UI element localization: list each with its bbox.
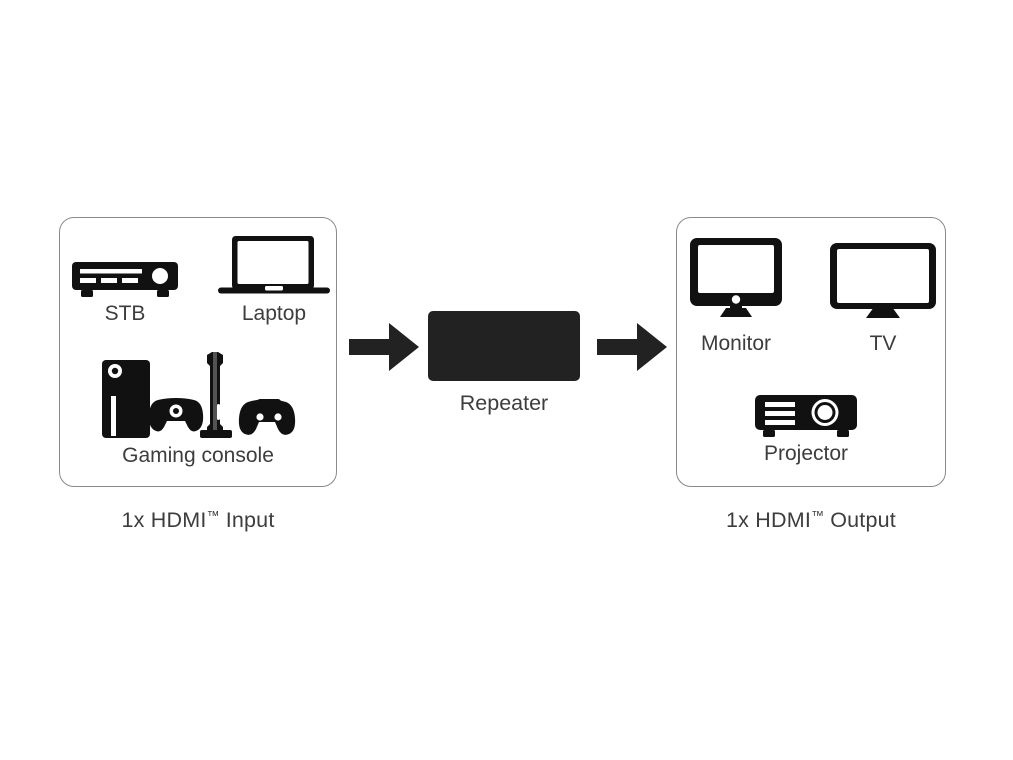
input-caption-suffix: Input [219, 508, 275, 533]
output-group-caption: 1x HDMI™ Output [676, 508, 946, 533]
monitor-icon [690, 238, 782, 318]
input-caption-trademark-symbol: ™ [206, 508, 220, 523]
output-caption-prefix: 1x HDMI [726, 508, 812, 533]
output-caption-suffix: Output [824, 508, 896, 533]
device-label-projector: Projector [763, 442, 849, 465]
device-label-tv: TV [869, 332, 897, 355]
input-group-caption: 1x HDMI™ Input [59, 508, 337, 533]
set-top-box-icon [70, 262, 180, 300]
arrow-repeater-to-output-icon [597, 323, 667, 376]
output-caption-trademark-symbol: ™ [811, 508, 825, 523]
gaming-console-icon [100, 352, 296, 438]
repeater-label: Repeater [459, 391, 549, 415]
projector-icon [755, 392, 857, 440]
device-label-monitor: Monitor [700, 332, 772, 355]
repeater-device-box [428, 311, 580, 381]
device-label-stb: STB [104, 302, 146, 325]
tv-icon [830, 243, 936, 319]
input-caption-prefix: 1x HDMI [121, 508, 207, 533]
device-label-laptop: Laptop [241, 302, 307, 325]
device-label-gaming-console: Gaming console [122, 444, 274, 467]
laptop-icon [218, 236, 330, 296]
arrow-input-to-repeater-icon [349, 323, 419, 376]
